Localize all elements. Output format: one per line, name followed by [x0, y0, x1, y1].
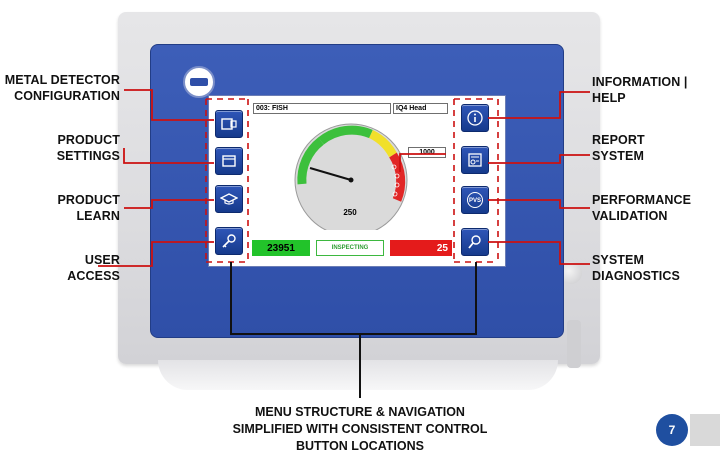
reject-count: 25: [390, 240, 452, 256]
callout-line-2: DIAGNOSTICS: [592, 269, 680, 283]
brand-logo-icon: [183, 66, 215, 98]
callout-line-2: VALIDATION: [592, 209, 668, 223]
callout-user-access: USER ACCESS: [30, 252, 120, 284]
callout-line-1: METAL DETECTOR: [4, 73, 120, 87]
callout-line-1: PERFORMANCE: [592, 193, 692, 207]
device-stand: [158, 360, 558, 390]
pvs-icon: PVS: [467, 192, 483, 208]
threshold-field[interactable]: 1000: [408, 147, 446, 158]
callout-product-settings: PRODUCT SETTINGS: [30, 132, 120, 164]
callout-report-system: REPORT SYSTEM: [592, 132, 712, 164]
gauge-red-arc: [389, 152, 406, 202]
info-icon: [467, 110, 483, 126]
product-name-field[interactable]: 003: FISH: [253, 103, 391, 114]
gauge-value: 250: [343, 208, 357, 217]
callout-line-2: SYSTEM: [592, 149, 644, 163]
detector-icon: [221, 118, 237, 130]
product-settings-button[interactable]: [215, 147, 243, 175]
pvs-label: PVS: [469, 198, 481, 204]
callout-line-2: HELP: [592, 91, 626, 105]
user-access-button[interactable]: [215, 227, 243, 255]
information-help-button[interactable]: [461, 104, 489, 132]
callout-line-2: LEARN: [76, 209, 120, 223]
gauge-red-ticks: [391, 164, 400, 197]
gauge-green-arc-top: [318, 125, 373, 145]
graduation-cap-icon: [220, 193, 238, 205]
report-icon: [468, 153, 482, 167]
callout-performance-validation: PERFORMANCE VALIDATION: [592, 192, 712, 224]
callout-line-1: PRODUCT: [57, 133, 120, 147]
gauge-yellow-arc: [368, 129, 397, 158]
caption-line-3: BUTTON LOCATIONS: [295, 439, 424, 453]
product-learn-button[interactable]: [215, 185, 243, 213]
callout-metal-detector-configuration: METAL DETECTOR CONFIGURATION: [4, 72, 120, 104]
diagnostics-magnifier-icon: [468, 235, 481, 249]
performance-validation-button[interactable]: PVS: [461, 186, 489, 214]
gauge-needle: [309, 167, 352, 181]
callout-line-2: CONFIGURATION: [14, 89, 120, 103]
side-rib: [567, 320, 581, 368]
side-knob: [560, 262, 582, 284]
callout-product-learn: PRODUCT LEARN: [30, 192, 120, 224]
caption-line-1: MENU STRUCTURE & NAVIGATION: [255, 405, 465, 419]
callout-line-1: PRODUCT: [57, 193, 120, 207]
callout-line-1: USER: [84, 253, 120, 267]
key-icon: [222, 234, 236, 248]
callout-system-diagnostics: SYSTEM DIAGNOSTICS: [592, 252, 712, 284]
status-indicator: INSPECTING: [316, 240, 384, 256]
callout-line-2: SETTINGS: [56, 149, 120, 163]
callout-line-1: REPORT: [592, 133, 645, 147]
metal-detector-config-button[interactable]: [215, 110, 243, 138]
detector-head-field[interactable]: IQ4 Head: [393, 103, 448, 114]
callout-information-help: INFORMATION | HELP: [592, 74, 712, 106]
report-system-button[interactable]: [461, 146, 489, 174]
callout-line-1: SYSTEM: [592, 253, 644, 267]
pass-count: 23951: [252, 240, 310, 256]
page-number-badge: 7: [656, 414, 688, 446]
gauge-green-arc: [297, 137, 324, 185]
callout-line-1: INFORMATION |: [592, 75, 688, 89]
signal-gauge: [294, 123, 408, 230]
callout-line-2: ACCESS: [67, 269, 120, 283]
page-tab: [690, 414, 720, 446]
hmi-screen: [208, 95, 506, 267]
system-diagnostics-button[interactable]: [461, 228, 489, 256]
box-icon: [222, 155, 236, 167]
navigation-caption: MENU STRUCTURE & NAVIGATION SIMPLIFIED W…: [190, 404, 530, 455]
caption-line-2: SIMPLIFIED WITH CONSISTENT CONTROL: [232, 422, 488, 436]
